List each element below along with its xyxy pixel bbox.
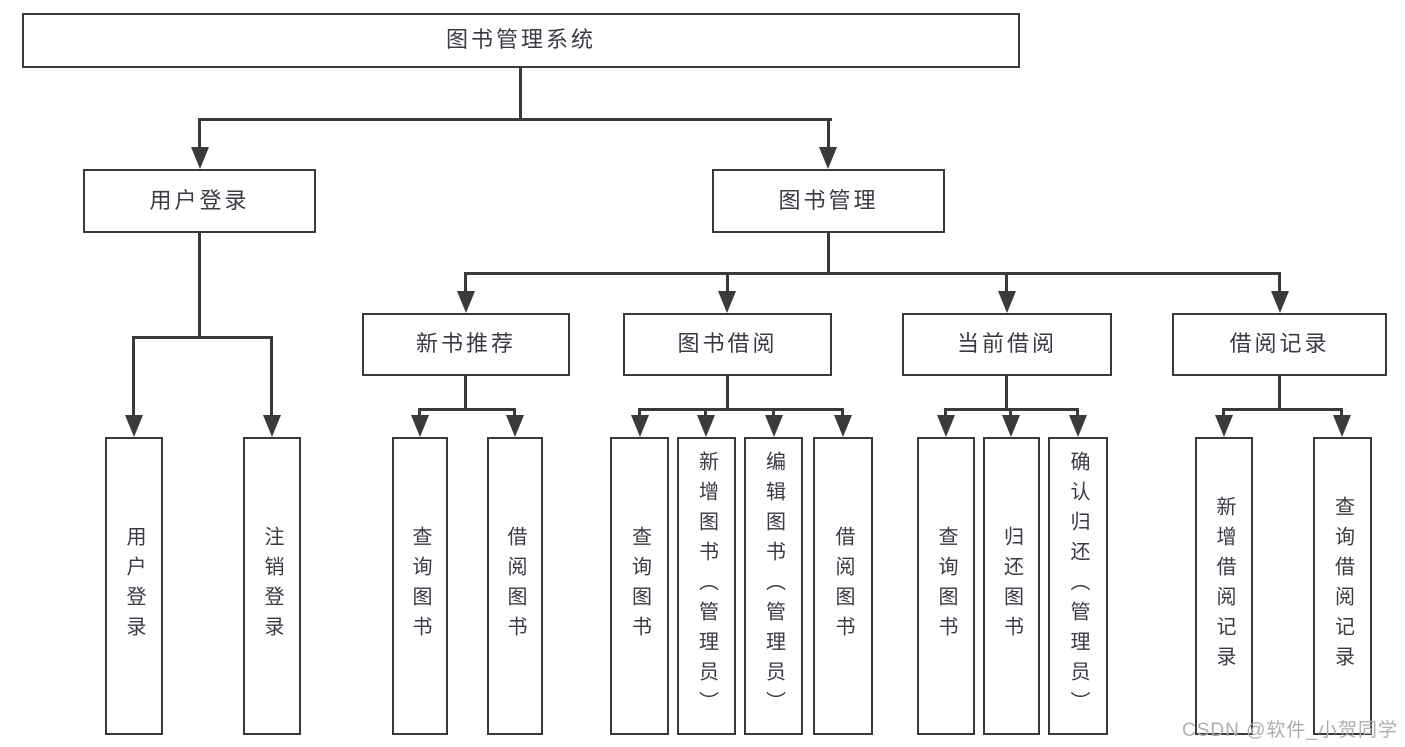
edge-line xyxy=(726,272,729,293)
edge-line xyxy=(772,408,775,417)
node-new-book-recommend: 新书推荐 xyxy=(362,313,570,376)
arrowhead-icon xyxy=(263,415,281,437)
arrowhead-icon xyxy=(411,415,429,437)
edge-line xyxy=(1005,272,1008,293)
arrowhead-icon xyxy=(1002,415,1020,437)
edge-line xyxy=(464,376,467,411)
arrowhead-icon xyxy=(937,415,955,437)
arrowhead-icon xyxy=(718,291,736,313)
node-borrowing-edit-books-admin: 编辑图书（管理员） xyxy=(744,437,803,735)
node-borrowing-query-books: 查询图书 xyxy=(610,437,669,735)
arrowhead-icon xyxy=(1333,415,1351,437)
arrowhead-icon xyxy=(1215,415,1233,437)
edge-line xyxy=(638,408,844,411)
node-records-query-record: 查询借阅记录 xyxy=(1313,437,1372,735)
arrowhead-icon xyxy=(125,415,143,437)
node-current-confirm-return-admin: 确认归还（管理员） xyxy=(1048,437,1108,735)
edge-line xyxy=(418,408,421,417)
edge-line xyxy=(464,272,1281,275)
edge-line xyxy=(1009,408,1012,417)
edge-line xyxy=(513,408,516,417)
node-recommend-query-books: 查询图书 xyxy=(392,437,448,735)
edge-line xyxy=(1005,376,1008,411)
node-borrowing-add-books-admin: 新增图书（管理员） xyxy=(677,437,736,735)
edge-line xyxy=(199,118,832,121)
arrowhead-icon xyxy=(1069,415,1087,437)
edge-line xyxy=(944,408,947,417)
node-book-borrowing: 图书借阅 xyxy=(623,313,832,376)
edge-line xyxy=(704,408,707,417)
node-current-return-books: 归还图书 xyxy=(983,437,1040,735)
arrowhead-icon xyxy=(998,291,1016,313)
edge-line xyxy=(270,336,273,417)
node-system-root: 图书管理系统 xyxy=(22,13,1020,68)
node-borrowing-borrow-books: 借阅图书 xyxy=(813,437,873,735)
edge-line xyxy=(1278,272,1281,293)
node-logout-action: 注销登录 xyxy=(243,437,301,735)
node-current-query-books: 查询图书 xyxy=(917,437,975,735)
node-recommend-borrow-books: 借阅图书 xyxy=(487,437,543,735)
node-records-add-record: 新增借阅记录 xyxy=(1195,437,1253,735)
edge-line xyxy=(132,336,273,339)
edge-line xyxy=(464,272,467,293)
arrowhead-icon xyxy=(765,415,783,437)
node-user-login-action: 用户登录 xyxy=(105,437,163,735)
node-book-management: 图书管理 xyxy=(712,169,945,233)
edge-line xyxy=(418,408,516,411)
arrowhead-icon xyxy=(457,291,475,313)
edge-line xyxy=(827,118,830,149)
edge-line xyxy=(638,408,641,417)
arrowhead-icon xyxy=(697,415,715,437)
edge-line xyxy=(1222,408,1225,417)
edge-line xyxy=(1340,408,1343,417)
edge-line xyxy=(827,233,830,275)
edge-line xyxy=(726,376,729,411)
edge-line xyxy=(132,336,135,417)
arrowhead-icon xyxy=(834,415,852,437)
arrowhead-icon xyxy=(506,415,524,437)
watermark: CSDN @软件_小贺同学 xyxy=(1182,720,1398,741)
node-user-login: 用户登录 xyxy=(83,169,316,233)
arrowhead-icon xyxy=(631,415,649,437)
arrowhead-icon xyxy=(191,147,209,169)
node-borrow-records: 借阅记录 xyxy=(1172,313,1387,376)
edge-line xyxy=(198,233,201,339)
edge-line xyxy=(519,68,522,121)
edge-line xyxy=(1222,408,1343,411)
edge-line xyxy=(1278,376,1281,411)
node-current-borrowing: 当前借阅 xyxy=(902,313,1112,376)
edge-line xyxy=(1076,408,1079,417)
arrowhead-icon xyxy=(1271,291,1289,313)
edge-line xyxy=(841,408,844,417)
arrowhead-icon xyxy=(819,147,837,169)
edge-line xyxy=(198,118,201,149)
